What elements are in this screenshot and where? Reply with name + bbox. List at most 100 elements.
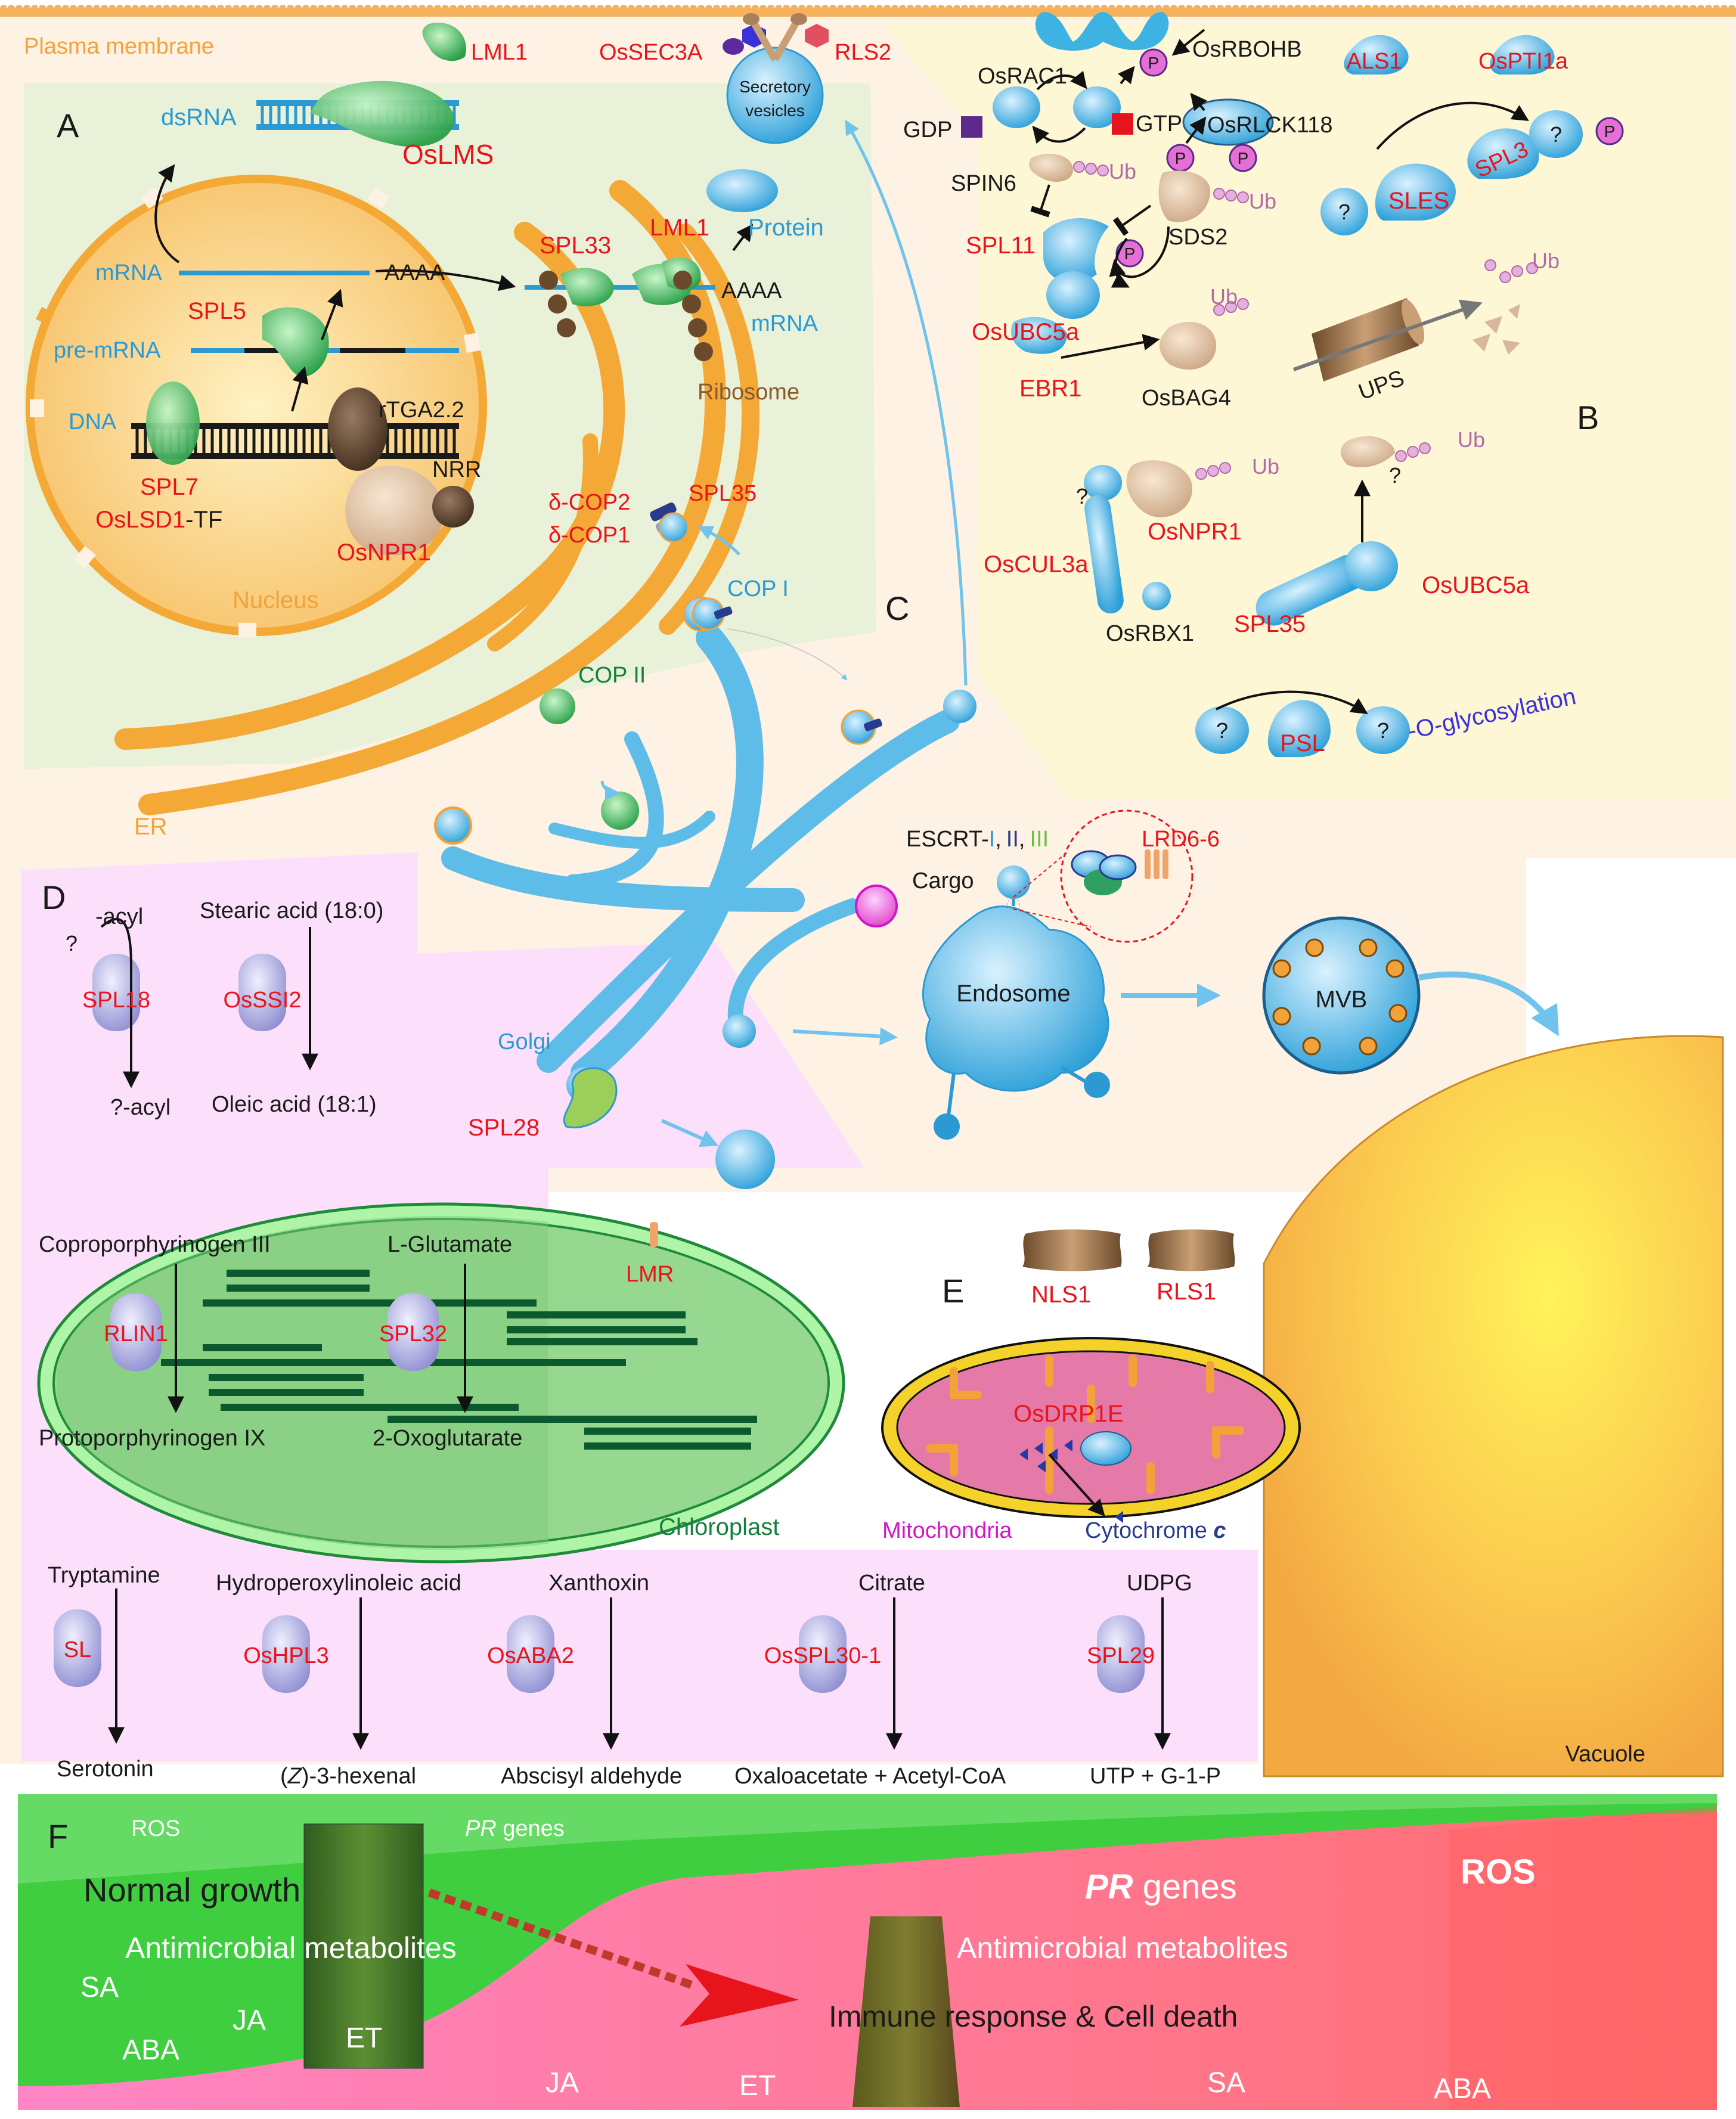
membrane-bead [302,5,309,12]
membrane-bead [550,5,557,12]
membrane-bead [1108,5,1115,12]
rls2-label: RLS2 [835,40,891,65]
membrane-bead [504,5,511,12]
als1-ospti1a-sles-spl3 [1320,35,1624,235]
membrane-bead [256,5,263,12]
membrane-bead [1566,5,1573,12]
membrane-bead [1395,5,1402,12]
membrane-bead [1589,5,1596,12]
coproporphyrinogen-label: Coproporphyrinogen III [39,1232,271,1257]
mrna-nucleus-label: mRNA [95,260,163,286]
membrane-bead [806,5,813,12]
membrane-bead [1488,5,1495,12]
tf-suffix: -TF [185,507,222,533]
cytochrome-c-italic: c [1213,1518,1226,1543]
mrna-cytoplasm-label: mRNA [751,311,819,336]
membrane-bead [1635,5,1642,12]
question-label: ? [1216,718,1228,743]
membrane-bead [728,5,736,12]
membrane-bead [1031,5,1038,12]
lml1-er-label: LML1 [650,215,709,241]
membrane-bead [326,5,333,12]
membrane-bead [1054,5,1061,12]
dna-label: DNA [69,409,117,435]
spl33-label: SPL33 [540,232,611,259]
membrane-bead [388,5,395,12]
membrane-bead [713,5,720,12]
membrane-bead [225,5,232,12]
membrane-bead [202,5,209,12]
rlin1-label: RLIN1 [104,1321,168,1347]
membrane-bead [1015,5,1022,12]
spl7-shape [146,381,200,465]
membrane-bead [170,5,178,12]
protein-shape [706,169,778,212]
et-1-label: ET [346,2022,382,2054]
membrane-bead [527,5,534,12]
osubc5a-b-label: OsUBC5a [972,319,1080,345]
membrane-bead [1194,5,1201,12]
escrt-zoom [1060,809,1194,943]
metabolic-enzymes [54,1609,1145,1693]
membrane-bead [659,5,666,12]
membrane-bead [434,5,441,12]
membrane-bead [1542,5,1549,12]
membrane-bead [736,5,743,12]
hexenal-z: Z [287,1764,303,1789]
golgi-vesicle-bottom [715,1130,775,1189]
membrane-bead [845,5,852,12]
serotonin-label: Serotonin [57,1757,154,1782]
endosome-label: Endosome [956,981,1070,1007]
membrane-bead [946,5,953,12]
membrane-bead [1217,5,1224,12]
trafficking-arrows [600,119,1559,1147]
escrt-iii: III [1030,827,1049,852]
copii-vesicle [540,688,575,724]
pr-genes-big-label: PR genes [1085,1867,1237,1906]
cytochrome-text: Cytochrome [1085,1518,1213,1543]
ja-2-label: JA [545,2067,579,2099]
oslms-shape [310,80,454,147]
membrane-bead [1302,5,1309,12]
membrane-bead [1581,5,1588,12]
membrane-bead [938,5,945,12]
membrane-bead [589,5,596,12]
membrane-bead [147,5,154,12]
osaba2-label: OsABA2 [487,1643,574,1668]
spl11-label: SPL11 [966,232,1036,259]
antimicrobial-2-label: Antimicrobial metabolites [957,1931,1288,1965]
membrane-bead [496,5,503,12]
membrane-bead [519,5,526,12]
membrane-bead [1403,5,1410,12]
panel-f [18,1794,1717,2110]
ebr1-label: EBR1 [1019,376,1082,402]
osdrp1e-shape [1080,1431,1132,1466]
membrane-bead [597,5,604,12]
oslsd1-label: OsLSD1 [95,507,185,533]
osrac1-gtp [1073,86,1121,128]
utp-label: UTP + G-1-P [1090,1764,1221,1789]
psl-label: PSL [1280,730,1325,756]
membrane-bead [39,5,46,12]
membrane-bead [790,5,798,12]
hexenal-rest: -3-hexenal [309,1764,417,1789]
sa-1-label: SA [80,1972,119,2003]
p-label: P [1175,149,1186,167]
ebr1-shape [1011,317,1067,354]
membrane-bead [78,5,85,12]
question-label: ? [1377,718,1389,743]
rls1-label: RLS1 [1157,1279,1216,1305]
golgi-vesicle-end [943,690,976,723]
osrbohb-shape [1035,12,1169,51]
membrane-bead [1333,5,1340,12]
membrane-bead [1410,5,1418,12]
membrane-bead [1457,5,1464,12]
xanthoxin-label: Xanthoxin [548,1571,649,1596]
membrane-bead [922,5,929,12]
aba-2-label: ABA [1434,2073,1491,2105]
membrane-bead [752,5,759,12]
membrane-bead [1658,5,1666,12]
vacuole [1263,1035,1724,1777]
aaaa-nucleus-label: AAAA [385,260,445,286]
